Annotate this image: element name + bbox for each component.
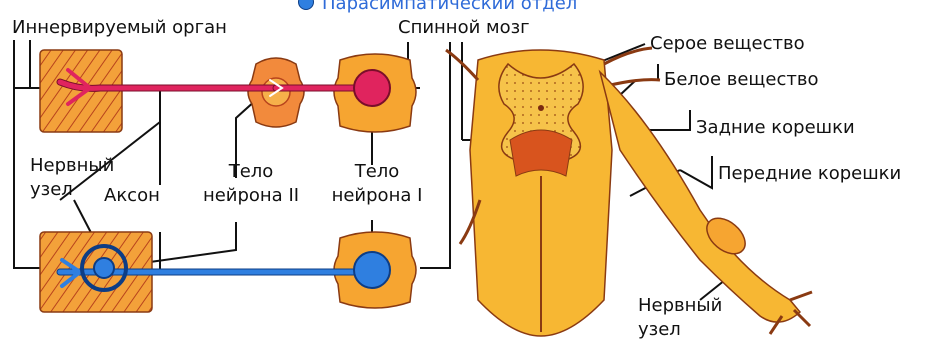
label-gray-matter: Серое вещество	[650, 34, 805, 54]
label-innervated-organ: Иннервируемый орган	[12, 18, 227, 38]
neuron-1-body-bottom	[354, 252, 390, 288]
label-ganglion-left-line1: Нервный	[30, 156, 114, 176]
label-white-matter: Белое вещество	[664, 70, 818, 90]
legend-parasympathetic-text: Парасимпатический отдел	[322, 0, 577, 14]
label-body-neuron-1-line2: нейрона I	[320, 186, 434, 206]
label-anterior-roots: Передние корешки	[718, 164, 901, 184]
label-ganglion-right-line2: узел	[638, 320, 681, 340]
legend-blue-dot	[298, 0, 314, 10]
neuron-1-body-top	[354, 70, 390, 106]
label-body-neuron-2-line2: нейрона II	[188, 186, 314, 206]
legend-parasympathetic: Парасимпатический отдел	[298, 0, 577, 14]
label-ganglion-left-line2: узел	[30, 180, 73, 200]
spinal-cord-section	[446, 48, 660, 336]
label-ganglion-right-line1: Нервный	[638, 296, 722, 316]
label-body-neuron-1-line1: Тело	[320, 162, 434, 182]
label-axon: Аксон	[104, 186, 160, 206]
label-spinal-cord: Спинной мозг	[398, 18, 530, 38]
label-body-neuron-2-line1: Тело	[188, 162, 314, 182]
label-posterior-roots: Задние корешки	[696, 118, 855, 138]
